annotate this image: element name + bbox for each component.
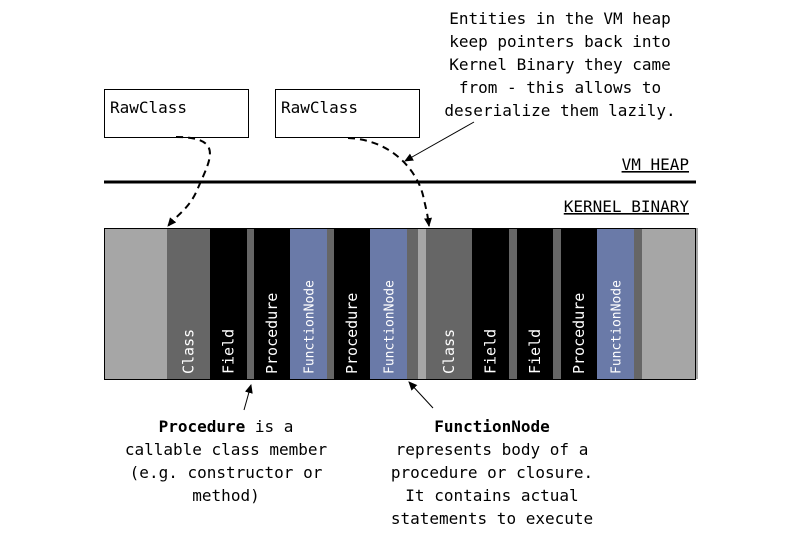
- procedure-note: Procedure is a callable class member (e.…: [125, 417, 328, 505]
- procedure-note-line: method): [192, 486, 259, 505]
- segment-class: [167, 228, 210, 379]
- function-node-note-title: FunctionNode: [434, 417, 550, 436]
- segment-procedure: [254, 228, 290, 379]
- function-node-note-arrow: [408, 381, 434, 409]
- heap-note-line: keep pointers back into: [449, 32, 671, 51]
- heap-note-line: Entities in the VM heap: [449, 9, 671, 28]
- rawclass-label: RawClass: [281, 98, 358, 117]
- segment-label: Field: [526, 329, 544, 374]
- kernel-binary-border: [104, 228, 696, 380]
- function-node-note-line: statements to execute: [391, 509, 593, 528]
- segment-label: FunctionNode: [383, 280, 398, 374]
- segment-procedure: [334, 228, 370, 379]
- segment-label: Class: [180, 329, 198, 374]
- note-arrow: [404, 121, 475, 162]
- segment-function-node: [370, 228, 407, 379]
- rawclass-box: RawClass: [104, 89, 249, 138]
- segment-gap: [553, 228, 561, 379]
- segment-gap: [327, 228, 334, 379]
- procedure-note-title: Procedure is a: [159, 417, 294, 436]
- kernel-binary-strip: Class Field Procedure FunctionNode Procedure…: [104, 228, 698, 379]
- heap-note-line: deserialize them lazily.: [444, 101, 675, 120]
- segment-label: Procedure: [570, 293, 588, 374]
- segment-class: [426, 228, 472, 379]
- function-node-note-line: procedure or closure.: [391, 463, 593, 482]
- segment-gap: [634, 228, 642, 379]
- segment-field: [517, 228, 553, 379]
- segment-separator: [418, 228, 426, 379]
- segment-field: [210, 228, 247, 379]
- segment-label: Procedure: [343, 293, 361, 374]
- procedure-note-arrow: [243, 384, 253, 411]
- function-node-note-line: represents body of a: [396, 440, 589, 459]
- procedure-note-line: callable class member: [125, 440, 328, 459]
- pointer-arrow-right: [347, 137, 432, 227]
- pointer-arrow-left: [167, 136, 211, 227]
- heap-note-line: from - this allows to: [459, 78, 661, 97]
- segment-outer: [642, 228, 698, 379]
- vm-heap-label: VM HEAP: [622, 155, 689, 174]
- segment-gap: [247, 228, 254, 379]
- procedure-note-line: (e.g. constructor or: [130, 463, 323, 482]
- segment-gap: [509, 228, 517, 379]
- kernel-binary-label: KERNEL BINARY: [564, 197, 690, 216]
- segment-gap: [407, 228, 418, 379]
- segment-label: Class: [440, 329, 458, 374]
- function-node-note: FunctionNode represents body of a proced…: [391, 417, 593, 528]
- segment-label: Procedure: [263, 293, 281, 374]
- heap-note: Entities in the VM heap keep pointers ba…: [444, 9, 675, 120]
- segment-label: FunctionNode: [303, 280, 318, 374]
- heap-note-line: Kernel Binary they came: [449, 55, 671, 74]
- segment-outer: [104, 228, 167, 379]
- segment-label: Field: [482, 329, 500, 374]
- segment-procedure: [561, 228, 597, 379]
- segment-function-node: [597, 228, 634, 379]
- segment-label: Field: [220, 329, 238, 374]
- rawclass-label: RawClass: [110, 98, 187, 117]
- rawclass-box: RawClass: [275, 89, 420, 138]
- segment-field: [472, 228, 509, 379]
- function-node-note-line: It contains actual: [405, 486, 578, 505]
- segment-function-node: [290, 228, 327, 379]
- segment-label: FunctionNode: [610, 280, 625, 374]
